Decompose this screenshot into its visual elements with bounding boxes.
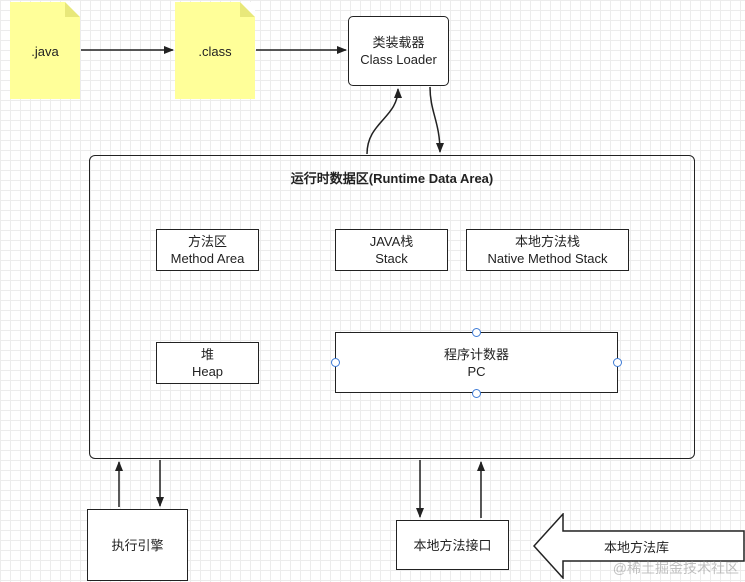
execution-engine-box[interactable]: 执行引擎 [87, 509, 188, 581]
java-file-note[interactable]: .java [10, 2, 80, 99]
resize-handle-top[interactable] [472, 328, 481, 337]
resize-handle-right[interactable] [613, 358, 622, 367]
class-file-label: .class [198, 44, 232, 59]
pc-en: PC [467, 363, 486, 379]
class-loader-en: Class Loader [360, 52, 437, 67]
note-fold [240, 2, 255, 17]
class-file-note[interactable]: .class [175, 2, 255, 99]
resize-handle-bottom[interactable] [472, 389, 481, 398]
native-method-stack-en: Native Method Stack [487, 251, 608, 266]
method-area-box[interactable]: 方法区 Method Area [156, 229, 259, 271]
java-stack-en: Stack [375, 251, 408, 266]
runtime-data-area[interactable]: 运行时数据区(Runtime Data Area) [89, 155, 695, 459]
heap-cn: 堆 [200, 347, 214, 362]
native-interface-box[interactable]: 本地方法接口 [396, 520, 509, 570]
note-fold [65, 2, 80, 17]
class-loader-box[interactable]: 类装载器 Class Loader [348, 16, 449, 86]
java-file-label: .java [31, 44, 59, 59]
method-area-en: Method Area [170, 251, 245, 266]
java-stack-box[interactable]: JAVA栈 Stack [335, 229, 448, 271]
method-area-cn: 方法区 [187, 234, 227, 249]
runtime-data-area-title: 运行时数据区(Runtime Data Area) [290, 171, 494, 186]
pc-cn: 程序计数器 [443, 346, 509, 362]
native-interface-label: 本地方法接口 [413, 537, 492, 553]
execution-engine-label: 执行引擎 [111, 537, 164, 553]
watermark: @稀土掘金技术社区 [612, 560, 739, 576]
native-method-stack-cn: 本地方法栈 [514, 234, 580, 249]
native-method-stack-box[interactable]: 本地方法栈 Native Method Stack [466, 229, 629, 271]
heap-en: Heap [191, 364, 224, 379]
java-stack-cn: JAVA栈 [369, 234, 414, 249]
area-to-loader-arrow[interactable] [366, 88, 402, 155]
resize-handle-left[interactable] [331, 358, 340, 367]
class-loader-cn: 类装载器 [372, 35, 425, 50]
native-library-arrow[interactable] [533, 513, 745, 579]
heap-box[interactable]: 堆 Heap [156, 342, 259, 384]
native-library-label: 本地方法库 [604, 540, 670, 555]
loader-to-area-arrow[interactable] [429, 86, 444, 153]
